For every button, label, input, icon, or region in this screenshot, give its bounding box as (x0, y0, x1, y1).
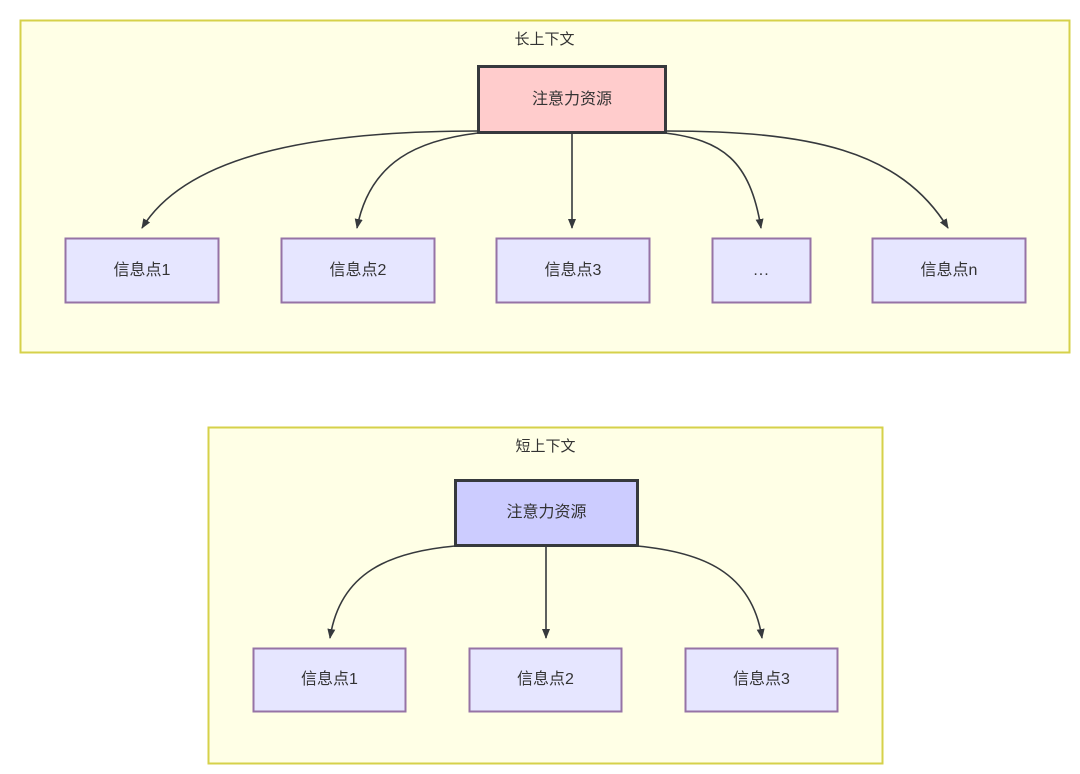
info-node-short-1[interactable] (252, 647, 407, 713)
group-title-short-context: 短上下文 (515, 438, 576, 455)
edges-short-context (327, 545, 765, 639)
info-node-long-ellipsis[interactable] (711, 237, 812, 304)
info-node-short-2[interactable] (468, 647, 623, 713)
edges-long-context (141, 130, 949, 229)
attention-node-short-context[interactable] (454, 479, 639, 547)
edge-root-to-info1 (141, 130, 479, 229)
edge-root-to-infon (664, 130, 949, 229)
attention-node-long-context[interactable] (477, 65, 667, 134)
edge-root-to-info2 (354, 132, 479, 229)
edge-root-to-info1 (327, 545, 456, 639)
edge-root-to-ellipsis (664, 132, 764, 229)
edge-root-to-info3 (636, 545, 765, 639)
info-node-long-1[interactable] (64, 237, 220, 304)
info-node-long-2[interactable] (280, 237, 436, 304)
info-node-short-3[interactable] (684, 647, 839, 713)
group-title-long-context: 长上下文 (514, 31, 575, 48)
info-node-long-3[interactable] (495, 237, 651, 304)
info-node-long-n[interactable] (871, 237, 1027, 304)
